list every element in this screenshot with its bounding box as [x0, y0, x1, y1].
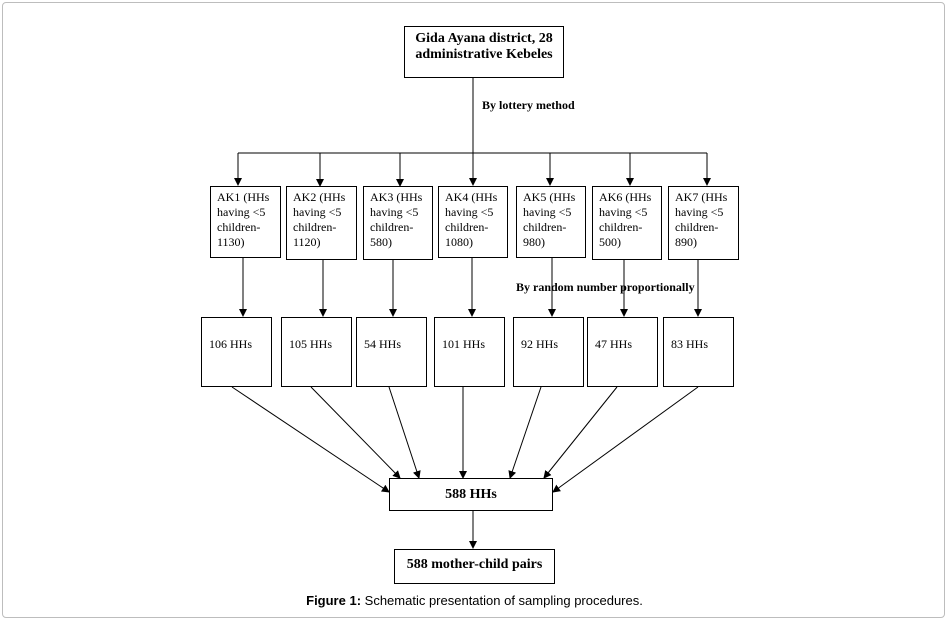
sample-box-2: 105 HHs [281, 317, 352, 387]
kebele-line: having <5 [675, 205, 724, 219]
kebele-line: AK7 (HHs [675, 190, 728, 204]
kebele-line: children- [523, 220, 567, 234]
kebele-line: AK6 (HHs [599, 190, 652, 204]
kebele-line: AK4 (HHs [445, 190, 498, 204]
kebele-line: AK2 (HHs [293, 190, 346, 204]
kebele-line: 1130) [217, 235, 245, 249]
kebele-box-ak4: AK4 (HHs having <5 children- 1080) [438, 186, 508, 258]
kebele-line: children- [599, 220, 643, 234]
kebele-line: children- [370, 220, 414, 234]
sample-box-3: 54 HHs [356, 317, 427, 387]
kebele-line: children- [445, 220, 489, 234]
kebele-line: having <5 [217, 205, 266, 219]
sample-box-6: 47 HHs [587, 317, 658, 387]
district-line-1: Gida Ayana district, 28 [415, 31, 553, 46]
kebele-line: having <5 [370, 205, 419, 219]
kebele-line: having <5 [293, 205, 342, 219]
kebele-line: 580) [370, 235, 392, 249]
kebele-line: AK1 (HHs [217, 190, 270, 204]
kebele-box-ak2: AK2 (HHs having <5 children- 1120) [286, 186, 357, 260]
mother-child-pairs-box: 588 mother-child pairs [394, 549, 555, 584]
total-households-box: 588 HHs [389, 478, 553, 511]
sample-box-1: 106 HHs [201, 317, 272, 387]
sample-box-4: 101 HHs [434, 317, 505, 387]
caption-prefix: Figure 1: [306, 593, 362, 608]
arrow-s7-total [552, 386, 699, 493]
kebele-box-ak5: AK5 (HHs having <5 children- 980) [516, 186, 586, 258]
kebele-line: having <5 [523, 205, 572, 219]
kebele-line: 980) [523, 235, 545, 249]
kebele-box-ak6: AK6 (HHs having <5 children- 500) [592, 186, 662, 260]
kebele-line: 890) [675, 235, 697, 249]
kebele-line: children- [217, 220, 261, 234]
lottery-method-label: By lottery method [482, 98, 575, 112]
kebele-line: having <5 [445, 205, 494, 219]
kebele-box-ak1: AK1 (HHs having <5 children- 1130) [210, 186, 281, 258]
kebele-line: 1080) [445, 235, 473, 249]
figure-caption: Figure 1: Schematic presentation of samp… [0, 593, 949, 608]
kebele-box-ak3: AK3 (HHs having <5 children- 580) [363, 186, 433, 260]
arrow-s1-total [231, 386, 390, 493]
random-number-label: By random number proportionally [516, 280, 695, 294]
kebele-line: 500) [599, 235, 621, 249]
district-line-2: administrative Kebeles [415, 47, 553, 62]
kebele-line: 1120) [293, 235, 321, 249]
caption-text: Schematic presentation of sampling proce… [361, 593, 643, 608]
kebele-box-ak7: AK7 (HHs having <5 children- 890) [668, 186, 739, 260]
arrow-s6-total [543, 386, 618, 479]
arrow-s5-total [508, 386, 542, 479]
sample-box-7: 83 HHs [663, 317, 734, 387]
kebele-line: AK3 (HHs [370, 190, 423, 204]
arrow-s3-total [388, 386, 421, 479]
kebele-line: AK5 (HHs [523, 190, 576, 204]
kebele-line: children- [675, 220, 719, 234]
kebele-line: children- [293, 220, 337, 234]
arrow-s2-total [310, 386, 401, 479]
sample-box-5: 92 HHs [513, 317, 584, 387]
district-box: Gida Ayana district, 28 administrative K… [404, 26, 564, 78]
kebele-line: having <5 [599, 205, 648, 219]
